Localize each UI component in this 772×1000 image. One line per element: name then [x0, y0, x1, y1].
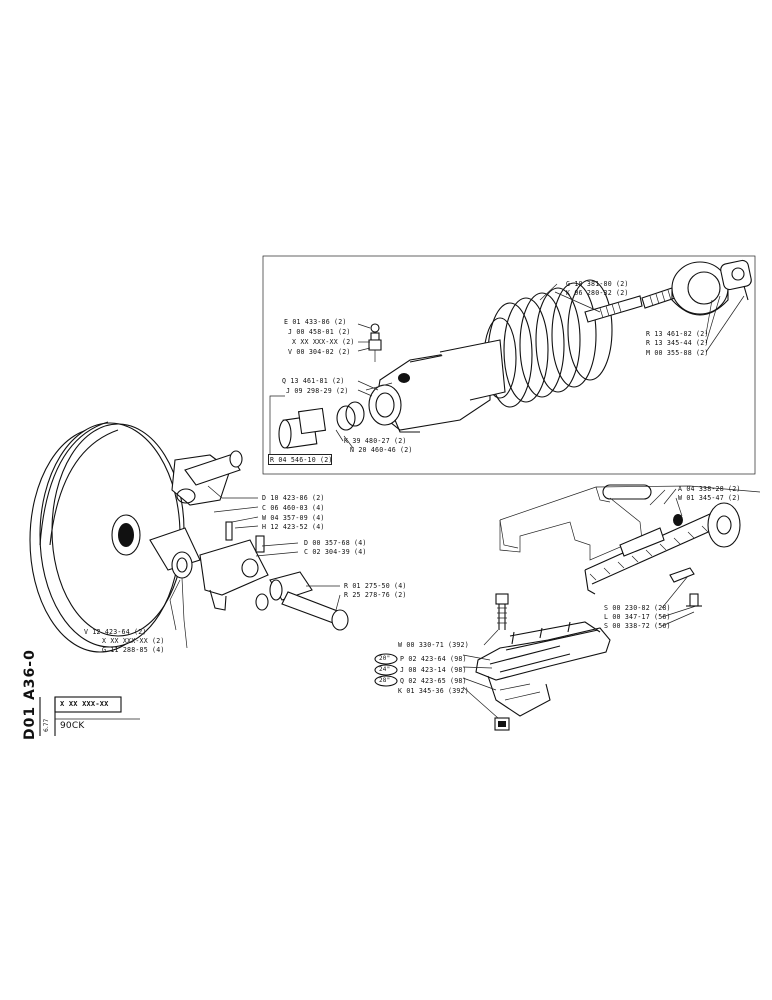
- part-label: R 13 345-44 (2): [646, 339, 709, 347]
- idler-pins: [255, 571, 349, 631]
- drawing-code: D01 A36-0: [22, 649, 38, 740]
- part-label: J 09 298-29 (2): [286, 387, 349, 395]
- tension-cylinder: [671, 259, 752, 316]
- part-label: E 01 433-86 (2): [284, 318, 347, 326]
- idler-leaders: [169, 485, 341, 649]
- part-label: Q 02 423-65 (98): [400, 677, 467, 685]
- part-label: G 10 381-80 (2): [566, 280, 629, 288]
- part-label: K 01 345-36 (392): [398, 687, 469, 695]
- part-label: R 01 275-50 (4): [344, 582, 407, 590]
- part-label: G 11 288-85 (4): [102, 646, 165, 654]
- part-label: R 13 461-82 (2): [646, 330, 709, 338]
- part-label: W 04 357-09 (4): [262, 514, 325, 522]
- part-label: X XX XXX-XX (2): [292, 338, 355, 346]
- part-label: M 00 355-88 (2): [646, 349, 709, 357]
- idler-brackets: [149, 450, 269, 611]
- shoe-width-label: 20": [379, 655, 391, 662]
- shoe-width-label: 28": [379, 677, 391, 684]
- tensioner-leaders: [269, 283, 745, 454]
- yoke-hub: [368, 339, 506, 433]
- shoe-width-marks: [374, 653, 398, 687]
- part-label: S 00 338-72 (56): [604, 622, 671, 630]
- part-label: C 02 304-39 (4): [304, 548, 367, 556]
- part-label: K 39 480-27 (2): [344, 437, 407, 445]
- recoil-spring: [483, 279, 613, 408]
- track-frame: [499, 484, 761, 607]
- title-block: [39, 696, 140, 736]
- tensioner-ref-box: [268, 454, 332, 465]
- part-label: D 00 357-68 (4): [304, 539, 367, 547]
- part-label: A 04 338-28 (2): [678, 485, 741, 493]
- drawing-date: 6.77: [43, 718, 50, 732]
- part-label: W 01 345-47 (2): [678, 494, 741, 502]
- part-label: X XX XXX-XX (2): [102, 637, 165, 645]
- part-label: Q 13 461-81 (2): [282, 377, 345, 385]
- part-label: P 02 423-64 (98): [400, 655, 467, 663]
- track-shoes: [475, 593, 611, 731]
- part-label: R 25 278-76 (2): [344, 591, 407, 599]
- idler-wheel: [29, 421, 185, 653]
- part-label: S 00 230-82 (28): [604, 604, 671, 612]
- part-reference: X XX XXX-XX: [60, 700, 109, 708]
- part-label: J 00 458-01 (2): [288, 328, 351, 336]
- grease-fitting: [368, 323, 382, 362]
- part-label: C 06 460-03 (4): [262, 504, 325, 512]
- part-label: N 20 460-46 (2): [350, 446, 413, 454]
- part-label: J 08 423-14 (98): [400, 666, 467, 674]
- model-name: 90CK: [60, 721, 85, 731]
- part-label: D 10 423-86 (2): [262, 494, 325, 502]
- part-label: L 00 347-17 (56): [604, 613, 671, 621]
- track-leaders: [462, 629, 499, 719]
- tensioner-inset-frame: [262, 255, 756, 475]
- part-label: W 00 330-71 (392): [398, 641, 469, 649]
- part-label: R 04 546-10 (2): [270, 456, 333, 464]
- seal-rings: [278, 401, 365, 449]
- part-label: K 06 280-32 (2): [566, 289, 629, 297]
- part-label: V 00 304-02 (2): [288, 348, 351, 356]
- shoe-width-label: 24": [379, 666, 391, 673]
- part-label: H 12 423-52 (4): [262, 523, 325, 531]
- frame-leaders: [661, 488, 697, 627]
- part-label: V 12 423-64 (2): [84, 628, 147, 636]
